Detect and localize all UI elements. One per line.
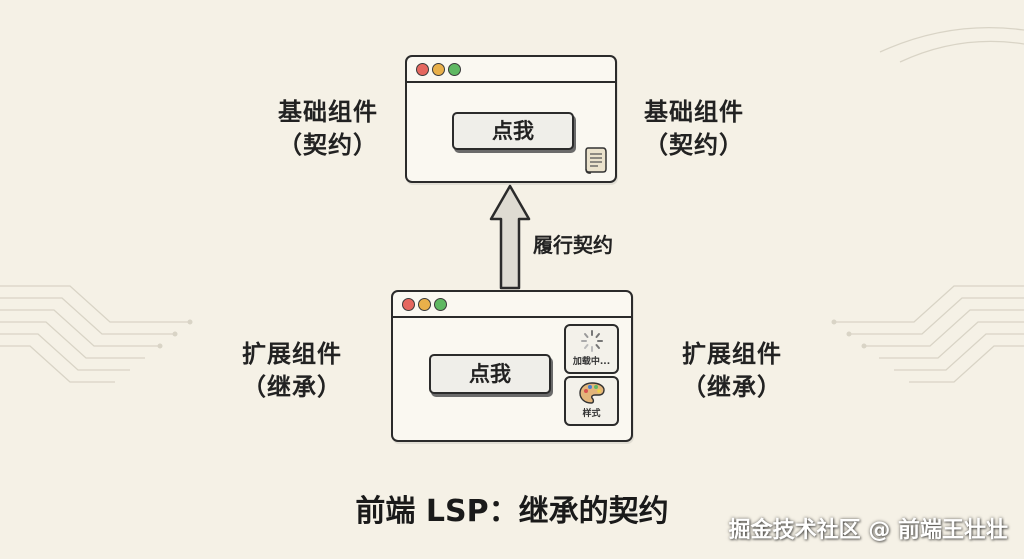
scroll-contract-icon — [585, 147, 607, 174]
bottom-left-label-line1: 扩展组件 — [242, 340, 342, 368]
top-right-label-line2: （契约） — [644, 131, 744, 159]
top-left-label-line1: 基础组件 — [278, 98, 378, 126]
close-dot-icon — [402, 298, 415, 311]
bottom-right-label-line2: （继承） — [682, 373, 782, 401]
top-right-label-line1: 基础组件 — [644, 98, 744, 126]
base-window-titlebar — [407, 57, 615, 83]
loading-spinner-icon — [580, 330, 603, 352]
close-dot-icon — [416, 63, 429, 76]
extended-window-titlebar — [393, 292, 631, 318]
maximize-dot-icon — [448, 63, 461, 76]
bottom-left-label-line2: （继承） — [242, 373, 342, 401]
loading-label: 加载中... — [572, 357, 611, 367]
watermark: 掘金技术社区 @ 前端王壮壮 — [728, 518, 1008, 543]
base-component-window: 点我 — [405, 55, 617, 183]
maximize-dot-icon — [434, 298, 447, 311]
style-tile[interactable]: 样式 — [564, 376, 619, 426]
extended-click-button[interactable]: 点我 — [429, 354, 551, 394]
bottom-right-label-line1: 扩展组件 — [682, 340, 782, 368]
top-right-label: 基础组件 （契约） — [624, 96, 764, 162]
palette-icon — [578, 382, 605, 404]
bottom-right-label: 扩展组件 （继承） — [662, 338, 802, 404]
arrow-label: 履行契约 — [533, 233, 613, 257]
diagram-caption: 前端 LSP：继承的契约 — [355, 494, 669, 529]
loading-tile: 加载中... — [564, 324, 619, 374]
bottom-left-label: 扩展组件 （继承） — [222, 338, 362, 404]
top-left-label-line2: （契约） — [278, 131, 378, 159]
top-left-label: 基础组件 （契约） — [258, 96, 398, 162]
up-arrow-icon — [489, 184, 531, 290]
style-label: 样式 — [582, 409, 601, 419]
minimize-dot-icon — [418, 298, 431, 311]
extended-component-window: 点我 加载中... 样式 — [391, 290, 633, 442]
minimize-dot-icon — [432, 63, 445, 76]
base-click-button[interactable]: 点我 — [452, 112, 574, 150]
